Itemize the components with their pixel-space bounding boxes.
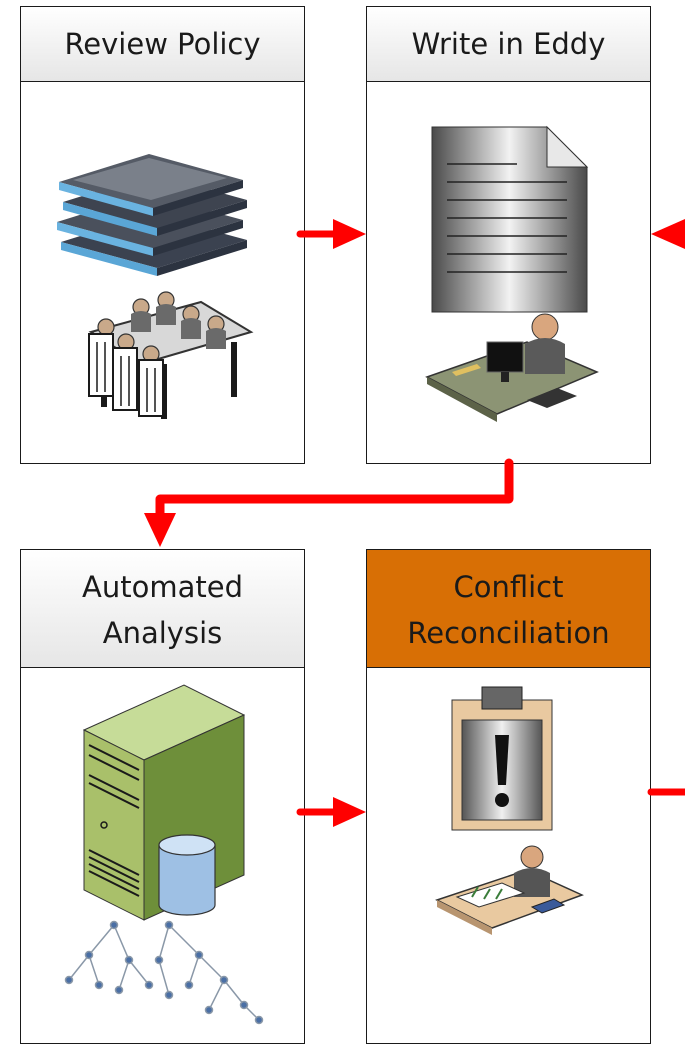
clipboard-warning-and-reviewer-icon (435, 686, 584, 935)
step-panel-write-in-eddy: Write in Eddy (366, 6, 651, 464)
step-header: Automated Analysis (21, 550, 304, 668)
step-header-highlighted: Conflict Reconciliation (367, 550, 650, 668)
step-panel-review-policy: Review Policy (20, 6, 305, 464)
step-title: Write in Eddy (411, 27, 606, 61)
arrow-incoming-right-top (651, 219, 685, 249)
step-title: Automated Analysis (82, 569, 243, 650)
meeting-table-icon (88, 291, 254, 419)
step-header: Write in Eddy (367, 7, 650, 82)
step-title: Conflict Reconciliation (407, 569, 610, 650)
server-database-tree-icon (64, 684, 264, 1025)
tree-network-icon (64, 920, 264, 1025)
arrow-write-to-analysis (144, 458, 514, 547)
arrow-analysis-to-reconciliation (296, 797, 366, 827)
arrow-outgoing-right-bottom (647, 788, 685, 796)
reviewer-at-desk-icon (435, 845, 584, 935)
step-title: Review Policy (64, 27, 261, 61)
binder-stack-icon (57, 154, 247, 276)
step-panel-conflict-reconciliation: Conflict Reconciliation (366, 549, 651, 1044)
document-and-desk-worker-icon (425, 125, 599, 422)
step-header: Review Policy (21, 7, 304, 82)
database-icon (158, 834, 216, 916)
document-icon (431, 125, 589, 313)
desk-worker-icon (425, 313, 599, 422)
step-panel-automated-analysis: Automated Analysis (20, 549, 305, 1044)
policy-binders-and-meeting-icon (57, 154, 254, 419)
clipboard-warning-icon (451, 686, 553, 831)
arrow-review-to-write (296, 219, 366, 249)
